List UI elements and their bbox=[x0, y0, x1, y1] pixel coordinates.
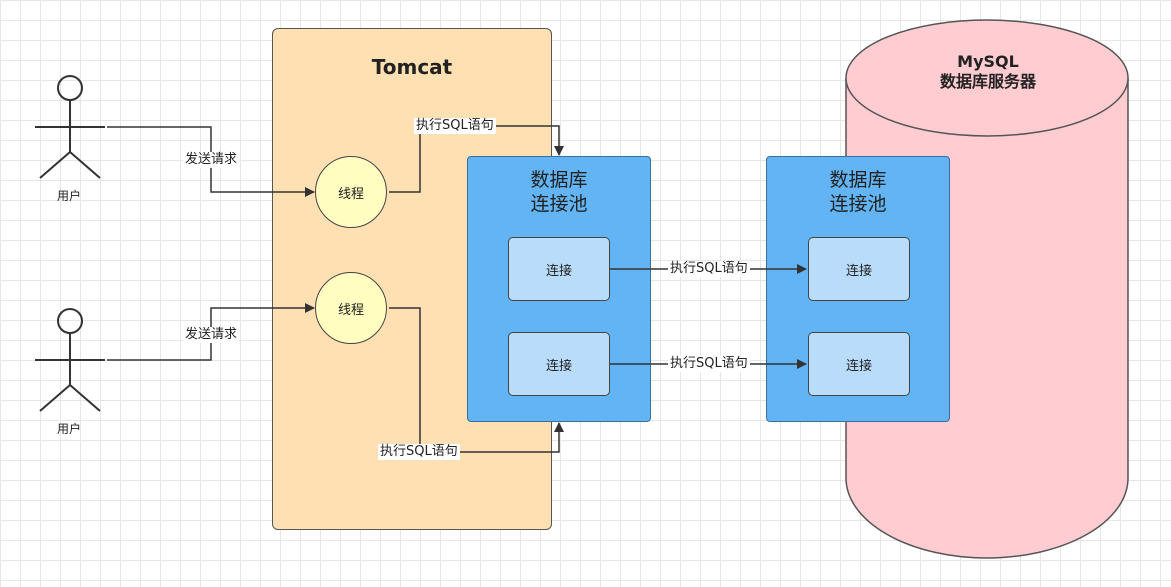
thread-node: 线程 bbox=[315, 272, 387, 344]
pool-title-line2: 连接池 bbox=[829, 193, 887, 215]
connection-pool-title: 数据库 连接池 bbox=[766, 168, 950, 216]
database-title-line2: 数据库服务器 bbox=[939, 72, 1036, 91]
sql-edge bbox=[389, 307, 564, 453]
request-label: 发送请求 bbox=[183, 152, 240, 168]
connection-box: 连接 bbox=[508, 237, 610, 301]
sql-edge bbox=[389, 125, 564, 193]
connection-box: 连接 bbox=[808, 237, 910, 301]
connection-box: 连接 bbox=[808, 332, 910, 396]
pool-title-line1: 数据库 bbox=[530, 169, 588, 191]
tomcat-title: Tomcat bbox=[371, 55, 453, 79]
database-title: MySQL 数据库服务器 bbox=[848, 52, 1128, 92]
database-title-line1: MySQL bbox=[957, 52, 1019, 71]
sql-label: 执行SQL语句 bbox=[668, 261, 750, 277]
pool-title-line2: 连接池 bbox=[530, 193, 588, 215]
sql-label: 执行SQL语句 bbox=[668, 356, 750, 372]
sql-label: 执行SQL语句 bbox=[378, 444, 460, 460]
pool-title-line1: 数据库 bbox=[829, 169, 887, 191]
request-label: 发送请求 bbox=[183, 327, 240, 343]
user-label: 用户 bbox=[57, 189, 82, 203]
connection-box: 连接 bbox=[508, 332, 610, 396]
user-label: 用户 bbox=[57, 422, 82, 436]
sql-label: 执行SQL语句 bbox=[414, 118, 496, 134]
user-figure-icon bbox=[35, 75, 105, 179]
user-figure-icon bbox=[35, 308, 105, 412]
thread-node: 线程 bbox=[315, 156, 387, 228]
connection-pool-title: 数据库 连接池 bbox=[467, 168, 651, 216]
